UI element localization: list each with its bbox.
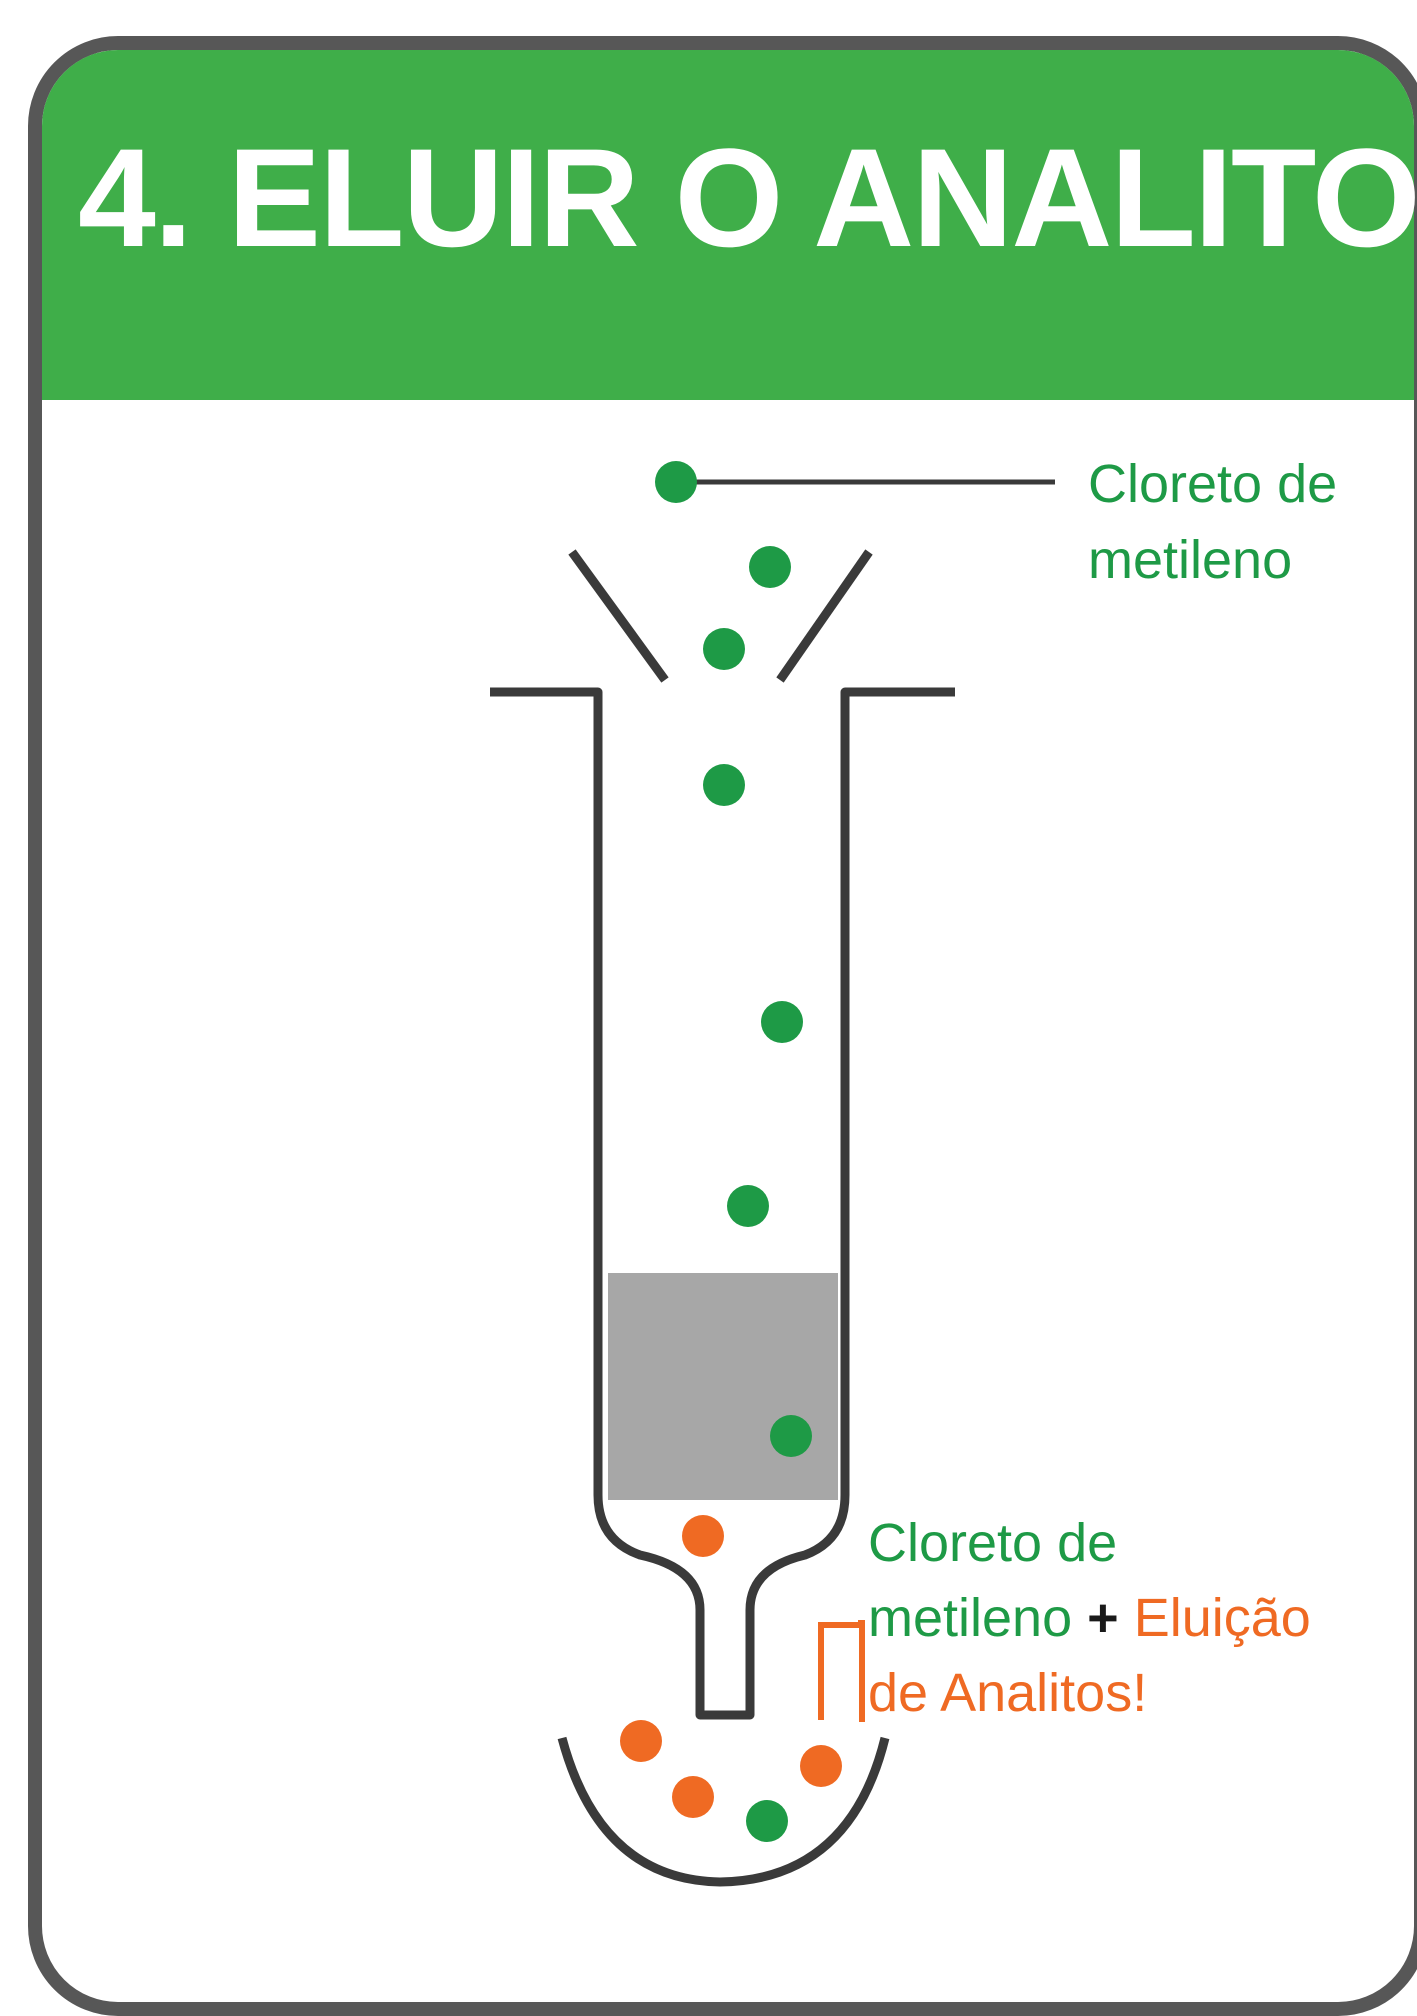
cartridge-outline [490, 687, 955, 1720]
solvent-drop [770, 1415, 812, 1457]
solvent-drop [703, 628, 745, 670]
eluate-label-line2: metileno + Eluição [868, 1580, 1311, 1656]
spe-cartridge-diagram [490, 461, 1055, 1887]
eluate-solvent-word: metileno [868, 1588, 1073, 1648]
legend-solvent-drop [655, 461, 697, 503]
analyte-drop [672, 1776, 714, 1818]
solvent-label-line1: Cloreto de [1088, 454, 1338, 514]
step-title: 4. ELUIR O ANALITO [78, 119, 1417, 276]
solvent-drop [703, 764, 745, 806]
eluate-label-line3: de Analitos! [868, 1663, 1148, 1723]
solvent-drop [746, 1800, 788, 1842]
sorbent-bed [608, 1273, 838, 1500]
analyte-drop [682, 1515, 724, 1557]
solvent-drop [749, 546, 791, 588]
eluate-elution-word: Eluição [1133, 1588, 1311, 1648]
collection-bowl [557, 1736, 890, 1887]
title-banner [42, 50, 1414, 400]
eluate-plus-sign: + [1087, 1588, 1119, 1648]
solvent-drop [727, 1185, 769, 1227]
analyte-drop [800, 1745, 842, 1787]
step-card [28, 36, 1417, 2016]
eluate-label-line1: Cloreto de [868, 1513, 1118, 1573]
solvent-label-line2: metileno [1088, 530, 1293, 590]
funnel-left-wall [568, 549, 669, 683]
analyte-drop [620, 1720, 662, 1762]
funnel-right-wall [776, 549, 873, 683]
eluate-bracket [858, 1620, 865, 1722]
eluate-bracket-top [818, 1622, 862, 1720]
solvent-drop [761, 1001, 803, 1043]
